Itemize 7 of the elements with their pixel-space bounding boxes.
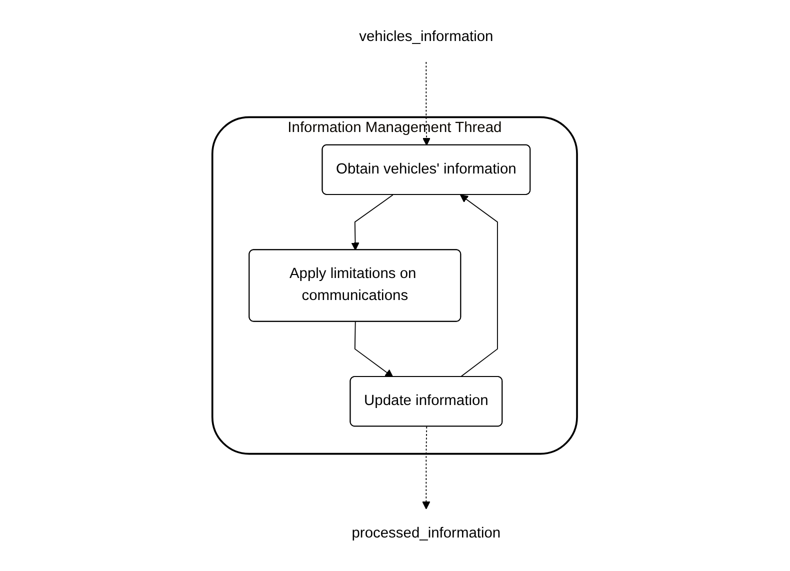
arrow <box>422 62 431 146</box>
arrow <box>352 194 394 250</box>
arrow <box>354 321 394 378</box>
arrow <box>460 194 498 378</box>
node-text: vehicles_information <box>359 28 494 45</box>
arrow <box>422 426 431 510</box>
node-text: processed_information <box>352 526 501 542</box>
